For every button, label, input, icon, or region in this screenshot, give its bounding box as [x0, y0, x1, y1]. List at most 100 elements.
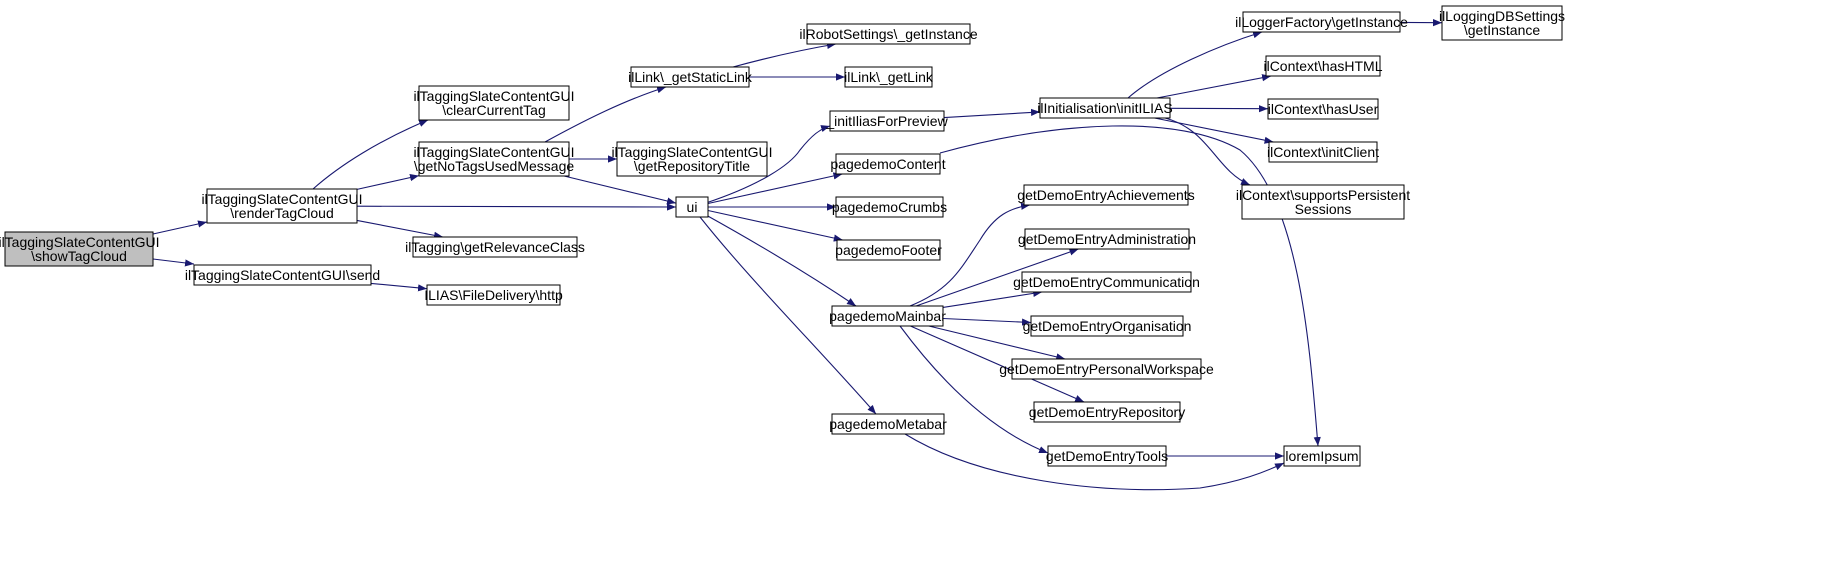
node-organisation[interactable]: getDemoEntryOrganisation — [1023, 315, 1192, 337]
node-hasUser[interactable]: ilContext\hasUser — [1267, 98, 1379, 120]
node-label: \renderTagCloud — [230, 205, 334, 221]
node-label: ilContext\initClient — [1267, 144, 1379, 160]
edge-initIliasForPreview-to-initILIAS — [943, 108, 1041, 119]
node-box — [1024, 228, 1190, 250]
node-tools[interactable]: getDemoEntryTools — [1046, 445, 1168, 467]
edges-layer — [152, 19, 1443, 491]
node-label: pagedemoCrumbs — [832, 199, 947, 215]
edge-pagedemoMainbar-to-organisation — [942, 317, 1032, 326]
node-loremIpsum[interactable]: loremIpsum — [1283, 445, 1361, 467]
node-box — [835, 153, 941, 175]
node-box — [1039, 97, 1171, 119]
edge-ui-to-initIliasForPreview — [705, 125, 831, 204]
edge-ui-to-pagedemoMainbar — [705, 214, 857, 307]
node-initIliasForPreview[interactable]: _initIliasForPreview — [825, 110, 949, 132]
node-showTagCloud[interactable]: ilTaggingSlateContentGUI\showTagCloud — [0, 231, 160, 267]
node-communication[interactable]: getDemoEntryCommunication — [1013, 271, 1200, 293]
node-label: ilTaggingSlateContentGUI — [413, 88, 574, 104]
edge-ui-to-pagedemoFooter — [707, 209, 843, 242]
node-renderTagCloud[interactable]: ilTaggingSlateContentGUI\renderTagCloud — [201, 188, 363, 224]
edge-pagedemoMainbar-to-administration — [915, 248, 1079, 307]
edge-initILIAS-to-initClient — [1154, 117, 1274, 144]
node-box — [1047, 445, 1167, 467]
node-hasHTML[interactable]: ilContext\hasHTML — [1263, 55, 1383, 77]
node-label: ilTaggingSlateContentGUI — [413, 144, 574, 160]
edge-renderTagCloud-to-getRelevanceClass — [356, 219, 444, 239]
node-label: ilLoggingDBSettings — [1439, 8, 1565, 24]
node-label: getDemoEntryOrganisation — [1023, 318, 1192, 334]
node-getNoTagsUsedMessage[interactable]: ilTaggingSlateContentGUI\getNoTagsUsedMe… — [413, 141, 575, 177]
node-box — [835, 196, 944, 218]
node-pagedemoContent[interactable]: pagedemoContent — [830, 153, 946, 175]
edge-send-to-fileDeliveryHttp — [370, 282, 428, 292]
edge-initILIAS-to-supportsPersistent — [1164, 117, 1251, 186]
node-label: Sessions — [1295, 201, 1352, 217]
node-box — [806, 23, 971, 45]
node-box — [1021, 271, 1192, 293]
node-label: ilContext\hasHTML — [1263, 58, 1382, 74]
node-box — [4, 231, 154, 267]
node-label: loremIpsum — [1285, 448, 1358, 464]
node-fileDeliveryHttp[interactable]: ILIAS\FileDelivery\http — [424, 284, 563, 306]
edge-pagedemoContent-to-loremIpsum — [939, 125, 1321, 447]
node-label: pagedemoMainbar — [829, 308, 946, 324]
edge-pagedemoMainbar-to-communication — [942, 289, 1043, 308]
edge-pagedemoMainbar-to-achievements — [909, 202, 1031, 307]
node-initClient[interactable]: ilContext\initClient — [1267, 141, 1379, 163]
edge-getNoTagsUsedMessage-to-ui — [563, 175, 677, 205]
node-repository[interactable]: getDemoEntryRepository — [1029, 401, 1185, 423]
node-ui[interactable]: ui — [675, 196, 709, 218]
node-label: ilTagging\getRelevanceClass — [405, 239, 585, 255]
edge-renderTagCloud-to-clearCurrentTag — [312, 119, 429, 190]
node-label: ilTaggingSlateContentGUI — [201, 191, 362, 207]
node-clearCurrentTag[interactable]: ilTaggingSlateContentGUI\clearCurrentTag — [413, 85, 575, 121]
node-pagedemoMainbar[interactable]: pagedemoMainbar — [829, 305, 946, 327]
node-label: getDemoEntryAchievements — [1017, 187, 1194, 203]
node-personalWorkspace[interactable]: getDemoEntryPersonalWorkspace — [999, 358, 1214, 380]
node-label: pagedemoContent — [830, 156, 945, 172]
node-box — [1268, 141, 1378, 163]
edge-renderTagCloud-to-ui — [356, 203, 677, 211]
node-pagedemoCrumbs[interactable]: pagedemoCrumbs — [832, 196, 947, 218]
node-send[interactable]: ilTaggingSlateContentGUI\send — [185, 264, 380, 286]
node-label: \getInstance — [1464, 22, 1540, 38]
edge-pagedemoMainbar-to-repository — [910, 325, 1085, 403]
node-getRepositoryTitle[interactable]: ilTaggingSlateContentGUI\getRepositoryTi… — [611, 141, 773, 177]
node-label: ilLoggerFactory\getInstance — [1235, 14, 1408, 30]
node-pagedemoMetabar[interactable]: pagedemoMetabar — [829, 413, 947, 435]
node-box — [1267, 98, 1379, 120]
node-loggerFactory[interactable]: ilLoggerFactory\getInstance — [1235, 11, 1408, 33]
node-getRelevanceClass[interactable]: ilTagging\getRelevanceClass — [405, 236, 585, 258]
node-pagedemoFooter[interactable]: pagedemoFooter — [835, 239, 942, 261]
node-getLink[interactable]: ilLink\_getLink — [844, 66, 934, 88]
node-box — [1283, 445, 1361, 467]
node-label: ilLink\_getStaticLink — [628, 69, 753, 85]
node-label: \getNoTagsUsedMessage — [414, 158, 575, 174]
edge-showTagCloud-to-renderTagCloud — [152, 220, 208, 235]
node-box — [616, 141, 768, 177]
node-label: _initIliasForPreview — [825, 113, 948, 129]
node-box — [418, 141, 570, 177]
node-box — [1023, 184, 1189, 206]
node-initILIAS[interactable]: ilInitialisation\initILIAS — [1037, 97, 1173, 119]
node-box — [1242, 11, 1401, 33]
edge-pagedemoMainbar-to-personalWorkspace — [928, 325, 1066, 361]
node-label: \getRepositoryTitle — [634, 158, 750, 174]
node-label: ui — [687, 199, 698, 215]
node-getStaticLink[interactable]: ilLink\_getStaticLink — [628, 66, 753, 88]
node-box — [1241, 184, 1405, 220]
node-administration[interactable]: getDemoEntryAdministration — [1018, 228, 1196, 250]
node-loggingDB[interactable]: ilLoggingDBSettings\getInstance — [1439, 5, 1565, 41]
node-box — [829, 110, 945, 132]
node-label: getDemoEntryRepository — [1029, 404, 1185, 420]
node-label: \clearCurrentTag — [442, 102, 546, 118]
node-label: ilLink\_getLink — [844, 69, 934, 85]
node-box — [1265, 55, 1381, 77]
node-label: ilTaggingSlateContentGUI — [611, 144, 772, 160]
node-achievements[interactable]: getDemoEntryAchievements — [1017, 184, 1195, 206]
node-box — [836, 239, 941, 261]
node-label: \showTagCloud — [31, 248, 127, 264]
node-robotSettings[interactable]: ilRobotSettings\_getInstance — [799, 23, 978, 45]
